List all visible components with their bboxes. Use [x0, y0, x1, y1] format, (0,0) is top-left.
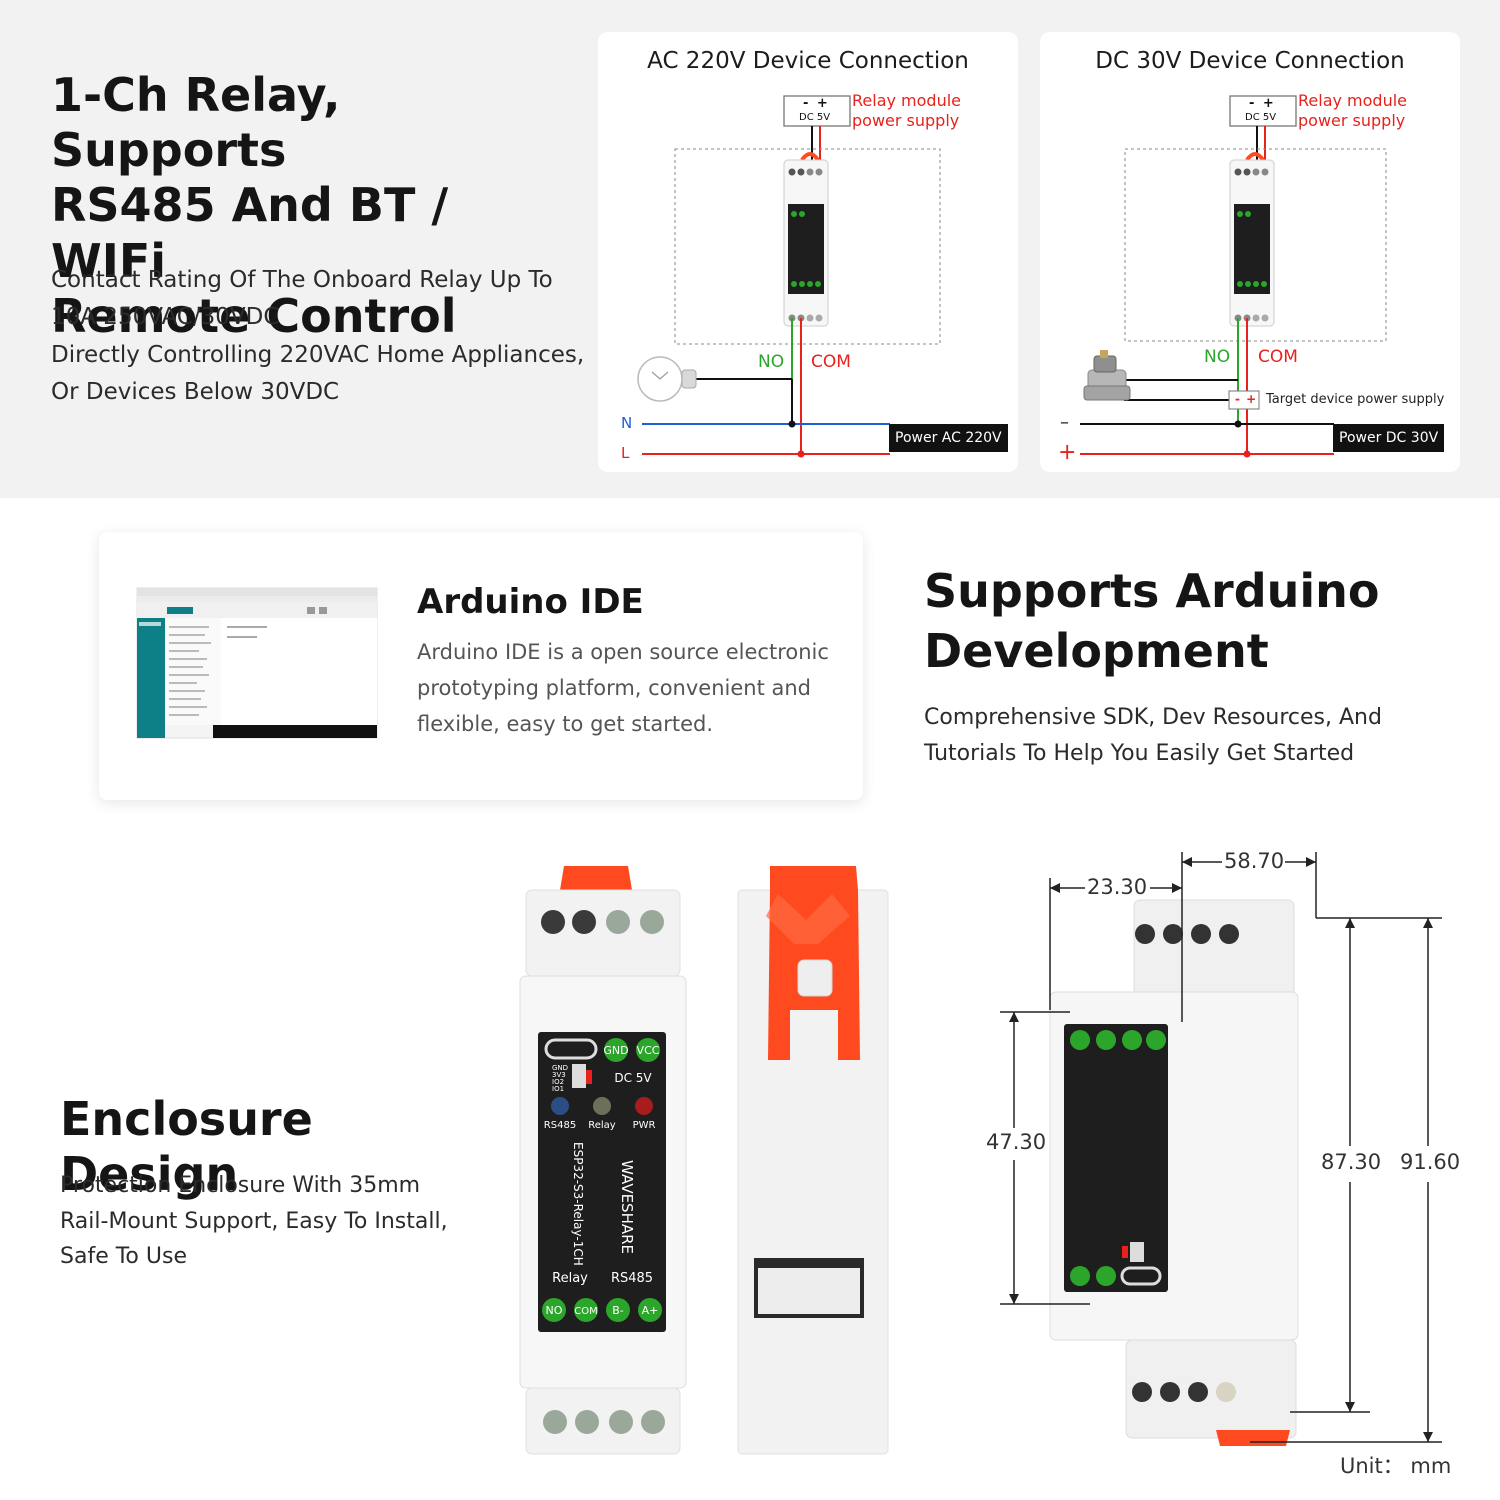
pin-b: B-	[612, 1304, 624, 1317]
dim-23-30: 23.30	[1087, 875, 1148, 899]
enclosure-desc-line: Rail-Mount Support, Easy To Install,	[60, 1208, 448, 1234]
pin-gnd: GND	[603, 1044, 628, 1057]
ac-supply-polarity: - +	[803, 96, 830, 111]
dc-connection-card: DC 30V Device Connection	[1040, 32, 1460, 472]
ac-no-label: NO	[758, 352, 785, 372]
dim-87-30: 87.30	[1321, 1150, 1382, 1174]
arduino-ide-screenshot-icon	[136, 587, 378, 739]
model-label: ESP32-S3-Relay-1CH	[571, 1142, 585, 1266]
module-back-view	[737, 866, 889, 1455]
hero-title-line: Remote Control	[51, 288, 457, 343]
ac-supply-voltage: DC 5V	[799, 112, 831, 123]
sdk-description: Comprehensive SDK, Dev Resources, And Tu…	[924, 700, 1444, 773]
dim-47-30: 47.30	[986, 1130, 1047, 1154]
sdk-title: Supports Arduino Development	[924, 562, 1444, 682]
ide-description: Arduino IDE is a open source electronic …	[417, 634, 847, 742]
ac-supply-label: Relay module power supply	[852, 91, 961, 131]
dc-supply-label-line: Relay module	[1298, 91, 1408, 110]
group-rs485-label: RS485	[611, 1271, 653, 1286]
header-pin-label: 3V3	[552, 1071, 566, 1079]
header-pin-label: IO1	[552, 1085, 564, 1093]
hero-description: Contact Rating Of The Onboard Relay Up T…	[51, 262, 591, 411]
led-relay-label: Relay	[588, 1120, 616, 1131]
ac-n-label: N	[621, 414, 633, 432]
dc-supply-voltage: DC 5V	[1245, 112, 1277, 123]
enclosure-desc-line: Protection Enclosure With 35mm	[60, 1173, 421, 1198]
enclosure-title: Enclosure Design	[60, 1092, 313, 1202]
light-bulb-icon	[637, 356, 697, 402]
dc-5v-label: DC 5V	[614, 1071, 652, 1085]
dc-target-polarity: - +	[1235, 392, 1258, 406]
pin-com: COM	[574, 1306, 597, 1317]
dc-no-label: NO	[1204, 347, 1231, 367]
brand-label: WAVESHARE	[618, 1160, 636, 1254]
hero-title-line: RS485 And BT / WIFi	[51, 178, 449, 288]
hero-title-line: 1-Ch Relay, Supports	[51, 68, 341, 178]
ide-desc-line: prototyping platform, convenient and	[417, 676, 811, 701]
ac-l-label: L	[621, 444, 630, 462]
hero-desc-line: 10A 250VAC/30VDC	[51, 304, 280, 331]
dim-91-60: 91.60	[1400, 1150, 1461, 1174]
ide-desc-line: Arduino IDE is a open source electronic	[417, 640, 829, 664]
enclosure-desc-line: Safe To Use	[60, 1244, 187, 1270]
sdk-title-line: Development	[924, 623, 1269, 678]
dc-card-title: DC 30V Device Connection	[1095, 48, 1405, 74]
header-pin-label: GND	[552, 1064, 568, 1072]
hero-title: 1-Ch Relay, Supports RS485 And BT / WIFi…	[51, 68, 571, 344]
ac-card-title: AC 220V Device Connection	[647, 48, 969, 74]
dc-wiring-diagram	[1080, 95, 1387, 458]
sdk-desc-line: Tutorials To Help You Easily Get Started	[924, 741, 1355, 767]
ac-com-label: COM	[811, 352, 851, 372]
ac-connection-card: AC 220V Device Connection	[598, 32, 1018, 472]
module-front-view: GND VCC DC 5V GND 3V3 IO2 IO1 RS485 Rela…	[519, 866, 687, 1455]
dc-target-label: Target device power supply	[1266, 392, 1445, 407]
pin-a: A+	[642, 1304, 659, 1317]
dc-com-label: COM	[1258, 347, 1298, 367]
ac-power-tag: Power AC 220V	[889, 424, 1008, 452]
dc-supply-label-line: power supply	[1298, 111, 1406, 130]
unit-label: Unit： mm	[1340, 1454, 1452, 1478]
ac-wiring-diagram	[637, 95, 941, 458]
module-3d-view	[1049, 899, 1299, 1446]
ide-desc-line: flexible, easy to get started.	[417, 712, 714, 737]
led-pwr-label: PWR	[633, 1120, 656, 1131]
header-pin-label: IO2	[552, 1078, 564, 1086]
dim-58-70: 58.70	[1224, 849, 1285, 873]
solenoid-valve-icon	[1083, 350, 1131, 401]
sdk-title-line: Supports Arduino	[924, 564, 1380, 618]
pin-vcc: VCC	[637, 1044, 660, 1057]
ac-supply-label-line: power supply	[852, 111, 960, 130]
hero-desc-line: Contact Rating Of The Onboard Relay Up T…	[51, 267, 553, 293]
ac-supply-label-line: Relay module	[852, 91, 962, 110]
dc-minus-label: –	[1060, 412, 1069, 433]
hero-desc-line: Directly Controlling 220VAC Home Applian…	[51, 341, 585, 368]
ide-title: Arduino IDE	[417, 582, 644, 622]
pin-no: NO	[546, 1304, 563, 1317]
led-rs485-label: RS485	[544, 1120, 576, 1131]
enclosure-description: Protection Enclosure With 35mm Rail-Moun…	[60, 1168, 500, 1275]
hero-desc-line: Or Devices Below 30VDC	[51, 378, 340, 405]
arduino-ide-card: Arduino IDE Arduino IDE is a open source…	[99, 532, 863, 800]
dc-supply-label: Relay module power supply	[1298, 91, 1407, 131]
dc-power-tag: Power DC 30V	[1333, 424, 1445, 452]
sdk-desc-line: Comprehensive SDK, Dev Resources, And	[924, 705, 1382, 730]
group-relay-label: Relay	[552, 1271, 588, 1286]
dc-plus-label: +	[1058, 440, 1077, 465]
dc-supply-polarity: - +	[1249, 96, 1276, 111]
